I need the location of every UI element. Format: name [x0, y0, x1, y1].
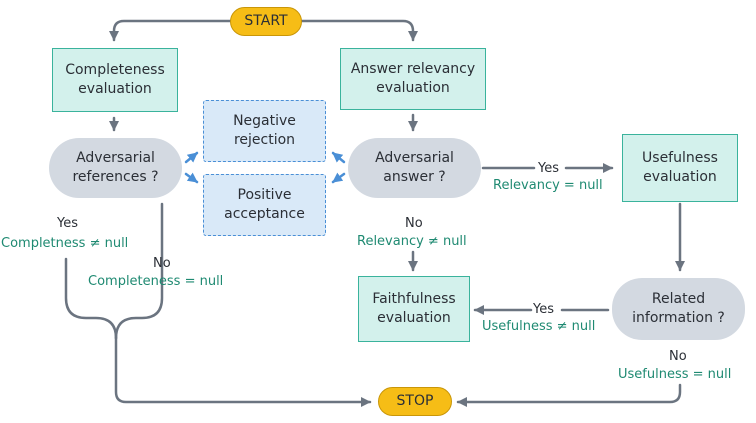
refs-yes-condition: Completness ≠ null: [1, 236, 129, 251]
answer-no-condition: Relevancy ≠ null: [357, 234, 467, 249]
edge-merge-to-stop: [114, 336, 372, 407]
completeness-evaluation-box: Completeness evaluation: [52, 48, 178, 112]
edge-answer-to-positive-acceptance: [331, 172, 346, 184]
stop-node: STOP: [378, 387, 452, 416]
related-information-decision: Related information ?: [612, 278, 745, 340]
faithfulness-evaluation-box: Faithfulness evaluation: [358, 276, 470, 342]
refs-no-condition: Completeness = null: [88, 274, 224, 289]
positive-acceptance-box: Positive acceptance: [203, 174, 326, 236]
related-yes-condition: Usefulness ≠ null: [482, 319, 596, 334]
answer-relevancy-evaluation-box: Answer relevancy evaluation: [340, 48, 486, 110]
start-node: START: [230, 7, 302, 36]
edge-refs-to-positive-acceptance: [184, 172, 199, 184]
edge-start-to-completeness: [109, 19, 234, 42]
edge-refs-no: [114, 202, 164, 340]
edge-start-to-answer-relevancy: [300, 19, 418, 42]
answer-yes-condition: Relevancy = null: [493, 178, 603, 193]
adversarial-references-decision: Adversarial references ?: [49, 138, 182, 198]
edge-refs-yes: [64, 257, 118, 340]
related-yes-label: Yes: [533, 302, 554, 317]
related-no-condition: Usefulness = null: [618, 367, 732, 382]
refs-no-label: No: [153, 256, 171, 271]
related-no-label: No: [669, 349, 687, 364]
answer-yes-label: Yes: [538, 161, 559, 176]
edge-refs-to-negative-rejection: [184, 151, 199, 164]
negative-rejection-box: Negative rejection: [203, 100, 326, 162]
answer-no-label: No: [405, 216, 423, 231]
usefulness-evaluation-box: Usefulness evaluation: [622, 134, 738, 202]
edge-related-no: [456, 383, 682, 407]
refs-yes-label: Yes: [57, 216, 78, 231]
adversarial-answer-decision: Adversarial answer ?: [348, 138, 481, 198]
edge-answer-to-negative-rejection: [331, 151, 346, 164]
